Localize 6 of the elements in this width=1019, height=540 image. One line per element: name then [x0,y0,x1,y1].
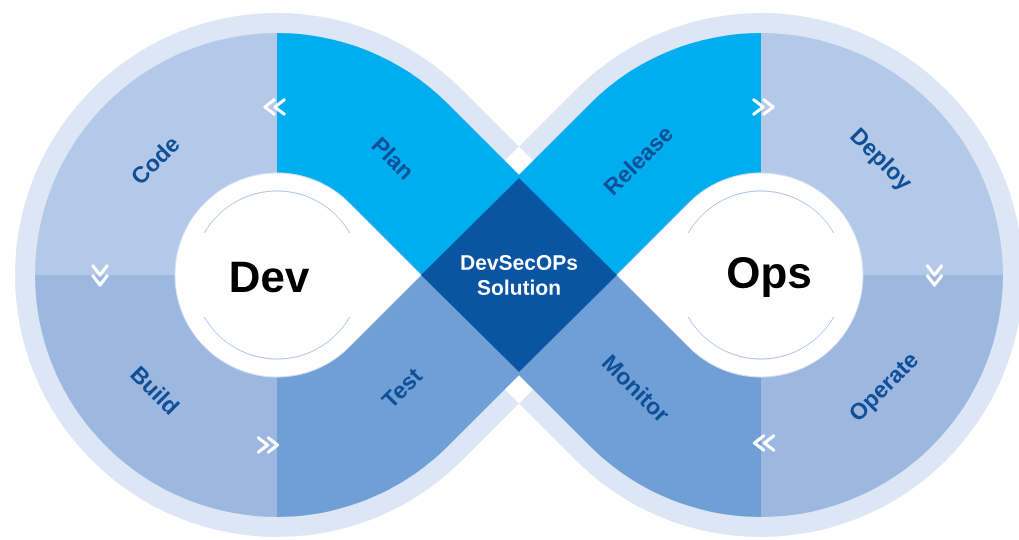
chevron-arrow [752,98,775,116]
chevron-arrow [256,436,280,454]
chevron-arrow [263,98,286,116]
chevron-arrow [91,264,109,287]
chevron-arrow [925,264,944,287]
chevron-arrow [752,434,776,452]
